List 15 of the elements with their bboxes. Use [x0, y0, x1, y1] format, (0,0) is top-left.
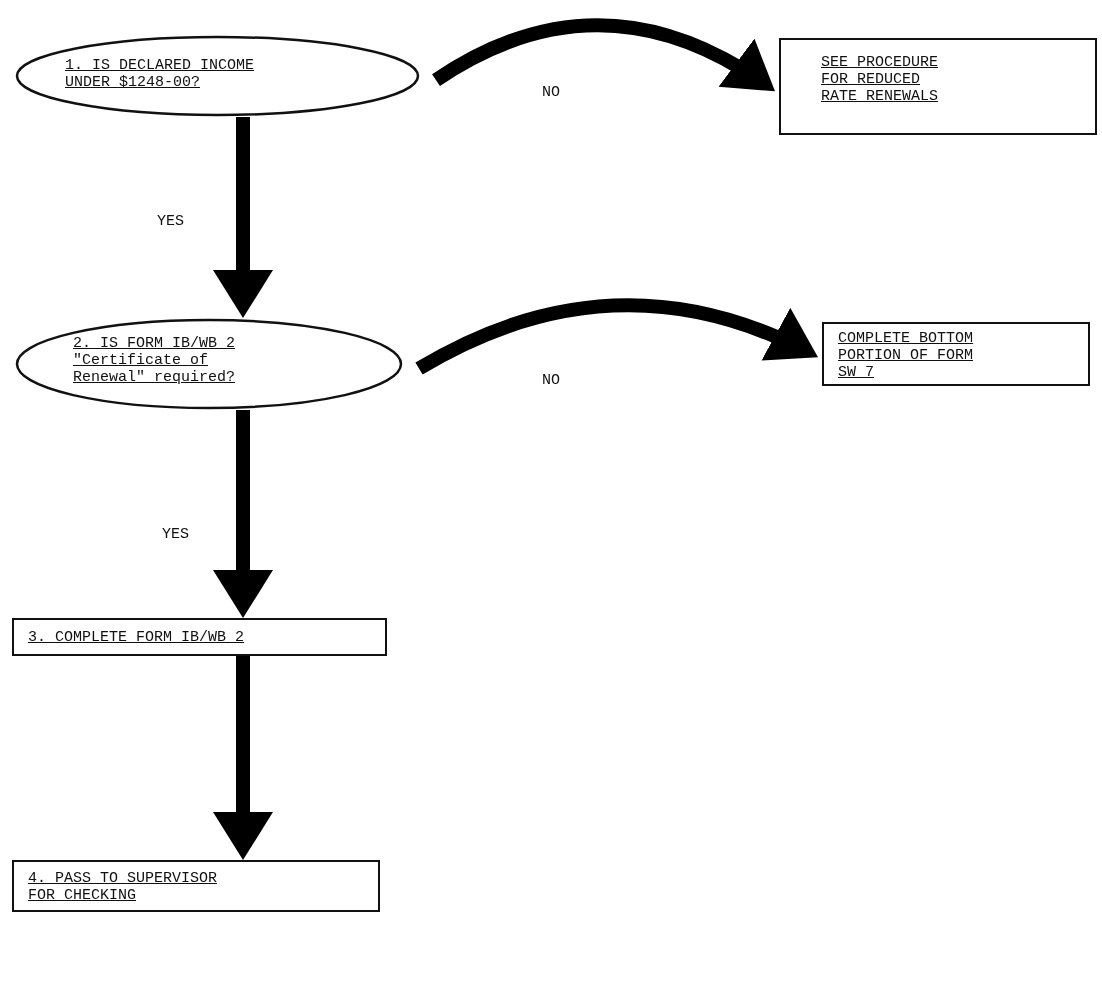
decision-oval — [15, 318, 403, 410]
step-text: 4. PASS TO SUPERVISOR FOR CHECKING — [28, 870, 219, 904]
decision-oval — [15, 35, 420, 117]
down-arrow — [213, 656, 273, 860]
step-text: 3. COMPLETE FORM IB/WB 2 — [28, 629, 246, 646]
process-box — [12, 860, 380, 912]
step-text: SEE PROCEDURE FOR REDUCED RATE RENEWALS — [821, 54, 940, 105]
process-box — [822, 322, 1090, 386]
process-box — [12, 618, 387, 656]
process-box — [779, 38, 1097, 135]
step-text: 2. IS FORM IB/WB 2 "Certificate of Renewal" required? — [73, 335, 237, 386]
down-arrow — [213, 410, 273, 618]
step-text: 1. IS DECLARED INCOME UNDER $1248-00? — [65, 57, 256, 91]
step-text: COMPLETE BOTTOM PORTION OF FORM SW 7 — [838, 330, 975, 381]
down-arrow — [213, 117, 273, 318]
